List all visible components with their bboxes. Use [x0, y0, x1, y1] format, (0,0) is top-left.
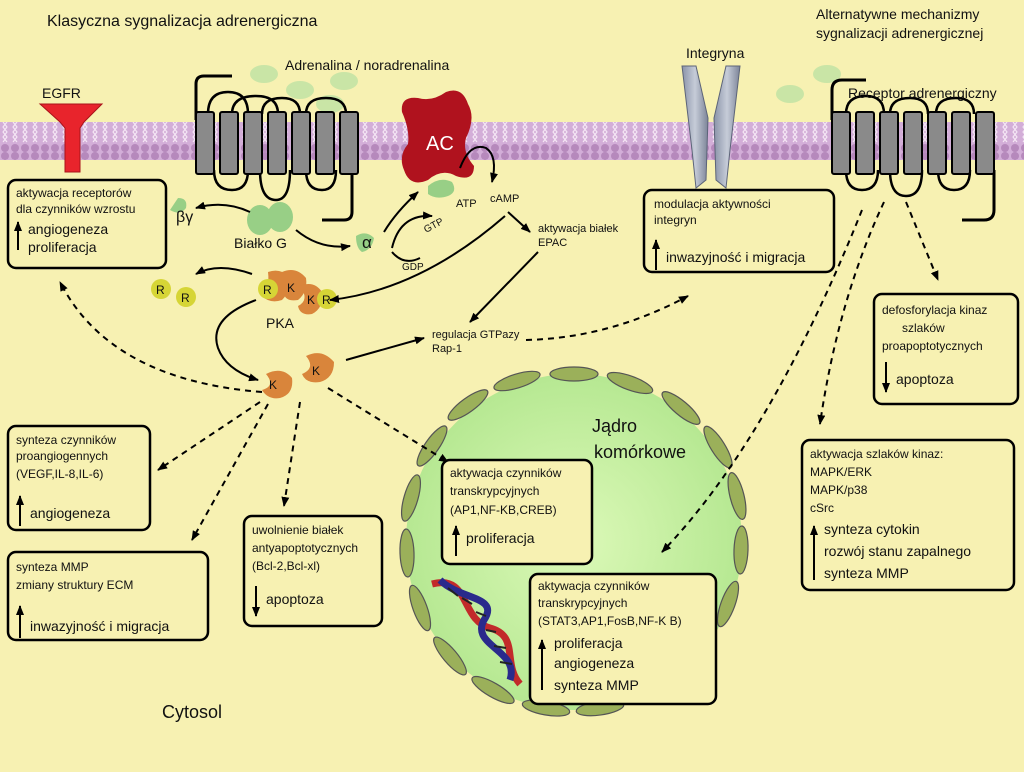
box-mmp: synteza MMP zmiany struktury ECM inwazyj… [6, 550, 210, 642]
box-kinase-line3: MAPK/p38 [810, 483, 868, 497]
egfr-label: EGFR [42, 85, 81, 101]
box-tf2-line2: transkrypcyjnych [538, 596, 627, 610]
box-tf2-line1: aktywacja czynników [538, 579, 650, 593]
box-kinase-line2: MAPK/ERK [810, 465, 872, 479]
box-tf1-line1: aktywacja czynników [450, 466, 562, 480]
box-antiapoptotic: uwolnienie białek antyapoptotycznych (Bc… [242, 514, 384, 628]
solid-arrows [195, 146, 539, 382]
right-title-line2: sygnalizacji adrenergicznej [816, 25, 983, 41]
adrenergic-receptor-right [830, 78, 996, 222]
ligand-label: Adrenalina / noradrenalina [285, 57, 449, 73]
box-integrin-line1: modulacja aktywności [654, 197, 771, 211]
box-angio-line3: (VEGF,IL-8,IL-6) [16, 467, 103, 481]
beta-gamma-label: βγ [176, 209, 193, 226]
box-mmp-line2: zmiany struktury ECM [16, 578, 133, 592]
box-kinase-line1: aktywacja szlaków kinaz: [810, 447, 943, 461]
integrin [681, 65, 741, 189]
alpha-label: α [362, 233, 372, 252]
pka-label: PKA [266, 315, 295, 331]
box-tf1-line2: transkrypcyjnych [450, 484, 539, 498]
k-label-2: K [307, 293, 315, 307]
cell-membrane [0, 122, 1024, 160]
dna-helix [431, 577, 523, 687]
box-angio-effect1: angiogeneza [30, 505, 110, 521]
box-tf2-line3: (STAT3,AP1,FosB,NF-Κ B) [538, 614, 682, 628]
box-kinase-effect3: synteza MMP [824, 565, 909, 581]
epac-label-line2: EPAC [538, 237, 567, 249]
box-antiapop-line1: uwolnienie białek [252, 523, 344, 537]
r-label-4: R [322, 293, 331, 307]
k-label-4: K [312, 364, 320, 378]
gdp-label: GDP [402, 262, 424, 273]
box-integrin-line2: integryn [654, 213, 697, 227]
box-dephos-line1: defosforylacja kinaz [882, 303, 987, 317]
box-egfr-line2: dla czynników wzrostu [16, 202, 135, 216]
r-label-2: R [181, 291, 190, 305]
egfr-receptor [38, 103, 104, 173]
box-angiogenic: synteza czynników proangiogennych (VEGF,… [6, 424, 152, 532]
gtp-label: GTP [422, 216, 446, 236]
nucleus-label-line2: komórkowe [594, 442, 686, 462]
ligand-molecules [250, 65, 841, 113]
atp-label: ATP [456, 198, 477, 210]
receptor-label: Receptor adrenergiczny [848, 85, 997, 101]
rap-label-line2: Rap-1 [432, 343, 462, 355]
box-dephos-effect1: apoptoza [896, 371, 954, 387]
box-tf2: aktywacja czynników transkrypcyjnych (ST… [528, 572, 718, 706]
integrin-label: Integryna [686, 45, 745, 61]
g-protein [170, 179, 455, 252]
adrenergic-receptor-left [194, 74, 359, 222]
box-egfr-effect2: proliferacja [28, 239, 97, 255]
camp-label: cAMP [490, 193, 519, 205]
box-integrin: modulacja aktywności integryn inwazyjnoś… [642, 188, 836, 274]
box-dephos: defosforylacja kinaz szlaków proapoptoty… [872, 292, 1020, 406]
pka-complex [151, 270, 337, 399]
box-egfr-effect1: angiogeneza [28, 221, 108, 237]
box-antiapop-line3: (Bcl-2,Bcl-xl) [252, 559, 320, 573]
box-integrin-effect1: inwazyjność i migracja [666, 249, 805, 265]
box-kinase: aktywacja szlaków kinaz: MAPK/ERK MAPK/p… [800, 438, 1016, 592]
nucleus-label-line1: Jądro [592, 416, 637, 436]
box-egfr-line1: aktywacja receptorów [16, 186, 132, 200]
k-label-1: K [287, 281, 295, 295]
rap-label-line1: regulacja GTPazy [432, 329, 520, 341]
box-tf2-effect1: proliferacja [554, 635, 623, 651]
dashed-arrows [59, 201, 939, 553]
cytosol-label: Cytosol [162, 702, 222, 722]
epac-label-line1: aktywacja białek [538, 223, 619, 235]
box-tf1: aktywacja czynników transkrypcyjnych (AP… [440, 458, 594, 566]
box-mmp-line1: synteza MMP [16, 560, 89, 574]
box-tf2-effect2: angiogeneza [554, 655, 634, 671]
box-tf1-line3: (AP1,NF-ΚB,CREB) [450, 503, 557, 517]
box-tf1-effect1: proliferacja [466, 530, 535, 546]
box-kinase-effect1: synteza cytokin [824, 521, 920, 537]
box-angio-line1: synteza czynników [16, 433, 116, 447]
g-protein-label: Białko G [234, 235, 287, 251]
box-dephos-line2: szlaków [902, 321, 945, 335]
left-title: Klasyczna sygnalizacja adrenergiczna [47, 13, 317, 30]
r-label-3: R [263, 283, 272, 297]
ac-label: AC [426, 133, 454, 155]
box-mmp-effect1: inwazyjność i migracja [30, 618, 169, 634]
box-kinase-effect2: rozwój stanu zapalnego [824, 543, 971, 559]
box-egfr: aktywacja receptorów dla czynników wzros… [6, 178, 168, 270]
box-dephos-line3: proapoptotycznych [882, 339, 983, 353]
box-kinase-line4: cSrc [810, 501, 834, 515]
box-antiapop-line2: antyapoptotycznych [252, 541, 358, 555]
adenylate-cyclase [401, 90, 474, 183]
box-antiapop-effect1: apoptoza [266, 591, 324, 607]
right-title-line1: Alternatywne mechanizmy [816, 6, 979, 22]
box-tf2-effect3: synteza MMP [554, 677, 639, 693]
r-label-1: R [156, 283, 165, 297]
k-label-3: K [269, 378, 277, 392]
box-angio-line2: proangiogennych [16, 449, 108, 463]
